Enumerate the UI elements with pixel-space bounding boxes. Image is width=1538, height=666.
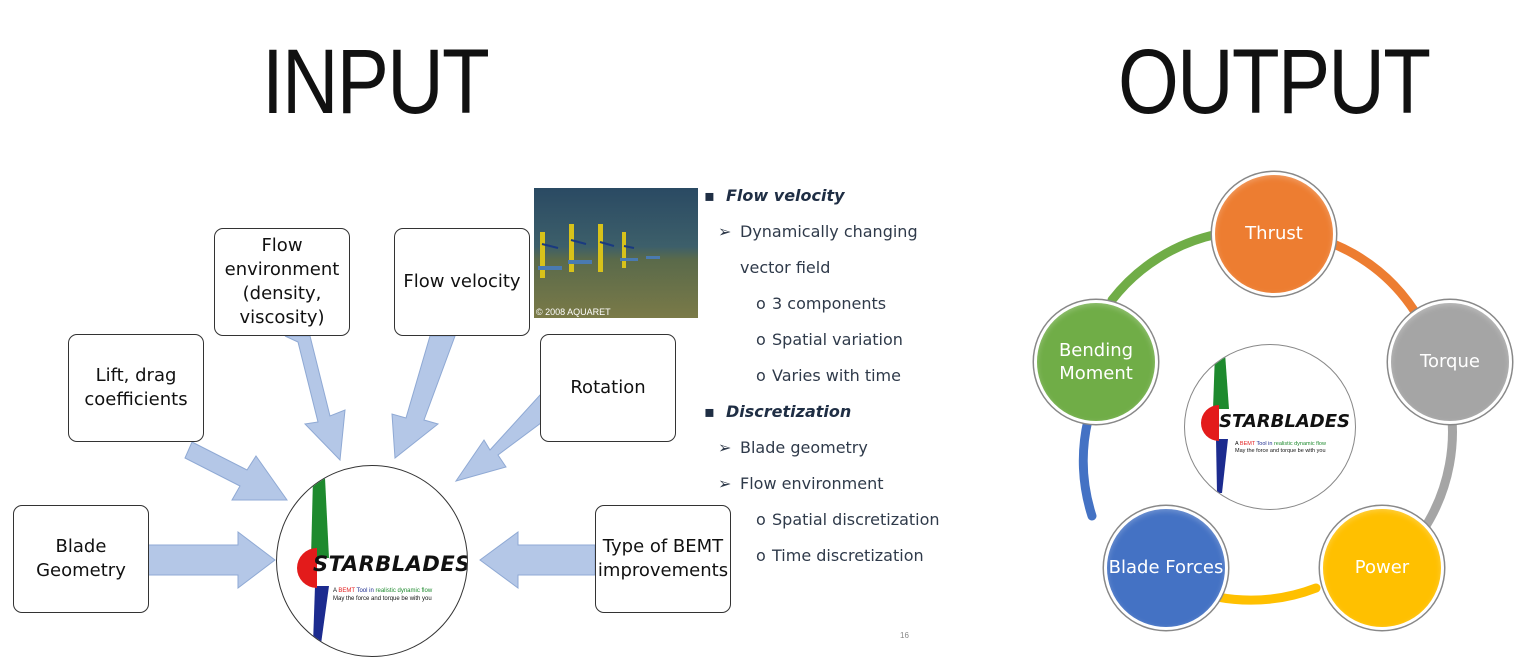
torque-node: Torque <box>1388 300 1512 424</box>
arrow-blade-geometry <box>147 530 276 590</box>
starblades-logo-input: STARBLADES A BEMT Tool in realistic dyna… <box>276 465 468 657</box>
starblades-logo-output: STARBLADES A BEMT Tool in realistic dyna… <box>1184 344 1356 510</box>
bullet-flow-velocity: ▪Flow velocity <box>704 186 845 205</box>
logo-tagline-output: A BEMT Tool in realistic dynamic flow <box>1235 441 1326 447</box>
ring-segment-blue <box>1078 415 1097 521</box>
arrow-bemt <box>479 531 596 589</box>
arrow-flow-environment <box>284 335 346 462</box>
output-title: OUTPUT <box>1118 31 1431 133</box>
bullet-flow-environment: ➢Flow environment <box>718 474 884 493</box>
starblades-logo-graphic <box>297 478 329 644</box>
ring-segment-green <box>1107 229 1223 305</box>
bullet-vector-field: vector field <box>740 258 831 277</box>
starblades-logo-graphic-output <box>1201 353 1229 493</box>
arrow-flow-velocity <box>391 335 456 459</box>
bullet-dynamically-changing: ➢Dynamically changing <box>718 222 918 241</box>
logo-tagline-2-output: May the force and torque be with you <box>1235 448 1326 454</box>
power-node: Power <box>1320 506 1444 630</box>
rotation-box: Rotation <box>540 334 676 442</box>
page-number: 16 <box>900 631 909 640</box>
logo-name: STARBLADES <box>313 552 468 576</box>
blade-forces-node: Blade Forces <box>1104 506 1228 630</box>
arrow-rotation <box>454 394 554 482</box>
arrow-lift-drag <box>184 441 288 501</box>
output-cycle: Thrust Torque Power Blade Forces Bending… <box>1000 150 1538 666</box>
bending-moment-node: Bending Moment <box>1034 300 1158 424</box>
input-title: INPUT <box>262 31 490 133</box>
logo-name-output: STARBLADES <box>1219 411 1350 432</box>
bullet-blade-geometry: ➢Blade geometry <box>718 438 868 457</box>
underwater-turbines-image <box>534 188 698 318</box>
logo-tagline-2: May the force and torque be with you <box>333 596 432 602</box>
aquaret-photo <box>534 188 698 318</box>
thrust-node: Thrust <box>1212 172 1336 296</box>
flow-environment-box: Flow environment (density, viscosity) <box>214 228 350 336</box>
bullet-discretization: ▪Discretization <box>704 402 852 421</box>
lift-drag-box: Lift, drag coefficients <box>68 334 204 442</box>
blade-geometry-box: Blade Geometry <box>13 505 149 613</box>
logo-tagline: A BEMT Tool in realistic dynamic flow <box>333 588 433 594</box>
photo-caption: © 2008 AQUARET <box>536 307 611 317</box>
bemt-type-box: Type of BEMT improvements <box>595 505 731 613</box>
flow-velocity-box: Flow velocity <box>394 228 530 336</box>
